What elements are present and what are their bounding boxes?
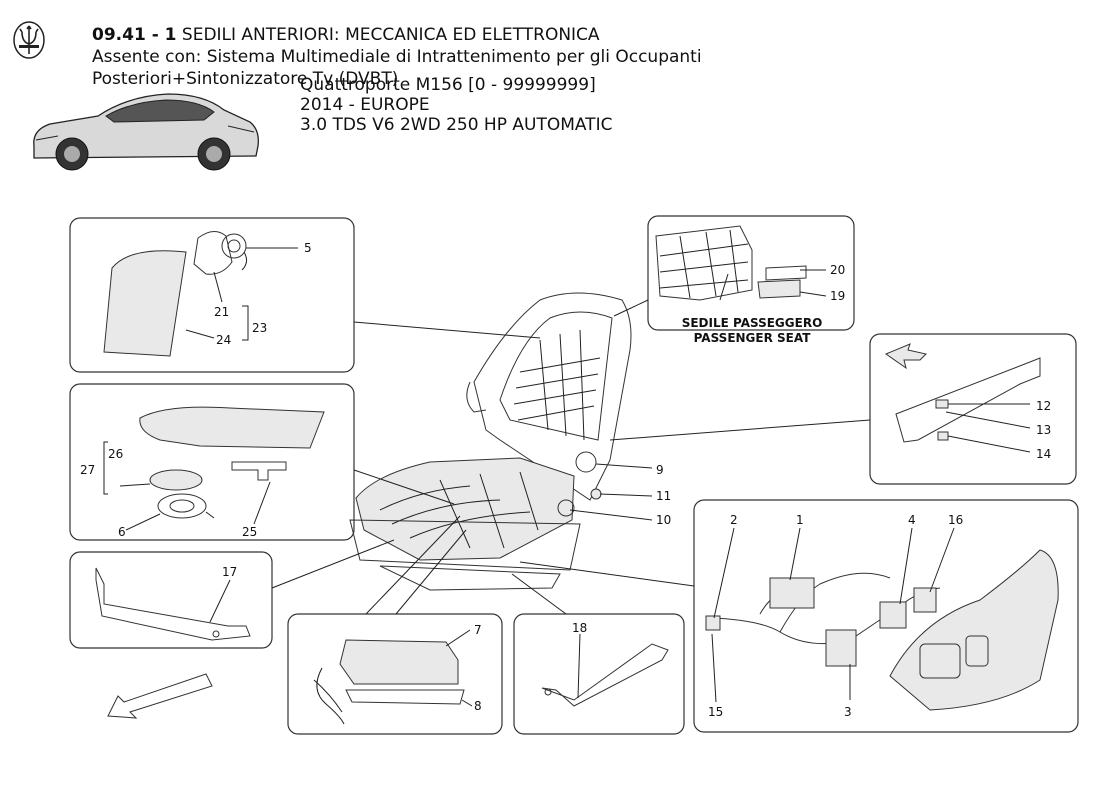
part-label: 4 xyxy=(908,513,916,527)
connector-part xyxy=(769,577,815,609)
part-label: 15 xyxy=(708,705,723,719)
absent-with-line-2: Posteriori+Sintonizzatore Tv (DVBT) xyxy=(92,69,399,89)
diagram-title: SEDILI ANTERIORI: MECCANICA ED ELETTRONI… xyxy=(181,25,600,45)
connector-part xyxy=(705,615,721,631)
seat-side-cover-part xyxy=(889,549,1059,711)
seat-backrest-frame-part xyxy=(473,292,632,501)
wiring-harness-panel: 2 1 4 16 15 3 xyxy=(693,499,1079,733)
passenger-module-part xyxy=(757,279,801,299)
part-label: 11 xyxy=(656,489,671,503)
part-label: 2 xyxy=(730,513,738,527)
passenger-seat-caption-en: PASSENGER SEAT xyxy=(694,331,812,345)
control-unit-part xyxy=(157,493,207,519)
headrest-bracket-part xyxy=(193,231,233,275)
part-label: 23 xyxy=(252,321,267,335)
heater-mat-part xyxy=(139,406,325,449)
part-label: 7 xyxy=(474,623,482,637)
diagram-code: 09.41 - 1 xyxy=(92,25,177,45)
connector-part xyxy=(913,587,937,613)
part-label: 14 xyxy=(1036,447,1051,461)
absent-with-line: Assente con: Sistema Multimediale di Int… xyxy=(92,47,702,67)
reinforcement-bar-part xyxy=(95,567,251,641)
seat-cushion-frame-part xyxy=(355,457,575,561)
part-label: 24 xyxy=(216,333,231,347)
part-label: 1 xyxy=(796,513,804,527)
direction-arrow-icon xyxy=(884,343,927,370)
model-line: Quattroporte M156 [0 - 99999999] xyxy=(300,75,596,95)
headrest-motor-part xyxy=(221,233,247,259)
seat-rail-part xyxy=(379,565,561,591)
part-label: 3 xyxy=(844,705,852,719)
side-bracket-part xyxy=(895,357,1041,443)
connector-part xyxy=(879,601,907,629)
passenger-seat-panel: 20 19 SEDILE PASSEGGERO PASSENGER SEAT xyxy=(647,215,855,345)
seat-switch-part xyxy=(919,643,961,679)
cushion-heater-panel: 26 27 6 25 xyxy=(69,383,355,541)
passenger-seat-caption-it: SEDILE PASSEGGERO xyxy=(682,316,823,330)
part-label: 13 xyxy=(1036,423,1051,437)
part-label: 27 xyxy=(80,463,95,477)
part-label: 12 xyxy=(1036,399,1051,413)
seat-base-part xyxy=(349,519,581,571)
part-label: 19 xyxy=(830,289,845,303)
part-label: 8 xyxy=(474,699,482,713)
part-label: 18 xyxy=(572,621,587,635)
headrest-part xyxy=(103,250,187,357)
part-label: 21 xyxy=(214,305,229,319)
reinforcement-bar-panel: 17 xyxy=(69,551,273,649)
part-label: 25 xyxy=(242,525,257,539)
seat-module-part xyxy=(339,639,459,685)
passenger-seat-frame-part xyxy=(655,225,753,301)
part-label: 17 xyxy=(222,565,237,579)
part-label: 5 xyxy=(304,241,312,255)
seat-module-panel: 7 8 xyxy=(287,613,503,735)
sensor-strip-part xyxy=(231,461,287,481)
page-title: 09.41 - 1 SEDILI ANTERIORI: MECCANICA ED… xyxy=(92,24,600,46)
bolt-part xyxy=(590,488,602,500)
part-label: 20 xyxy=(830,263,845,277)
rail-rod-part xyxy=(541,643,669,707)
part-label: 6 xyxy=(118,525,126,539)
headrest-panel: 5 21 24 23 xyxy=(69,217,355,373)
side-bracket-panel: 12 13 14 xyxy=(869,333,1077,485)
car-illustration xyxy=(33,93,259,171)
connector-part xyxy=(825,629,857,667)
rail-rod-panel: 18 xyxy=(513,613,685,735)
recliner-part xyxy=(575,451,597,473)
control-disc-part xyxy=(149,469,203,491)
direction-arrow-icon xyxy=(107,673,213,719)
part-label: 16 xyxy=(948,513,963,527)
part-label: 9 xyxy=(656,463,664,477)
seat-frame-assembly: 9 11 10 xyxy=(271,292,871,615)
year-region-line: 2014 - EUROPE xyxy=(300,95,430,115)
trident-logo-icon xyxy=(13,21,45,59)
engine-line: 3.0 TDS V6 2WD 250 HP AUTOMATIC xyxy=(300,115,613,135)
part-label: 26 xyxy=(108,447,123,461)
part-label: 10 xyxy=(656,513,671,527)
